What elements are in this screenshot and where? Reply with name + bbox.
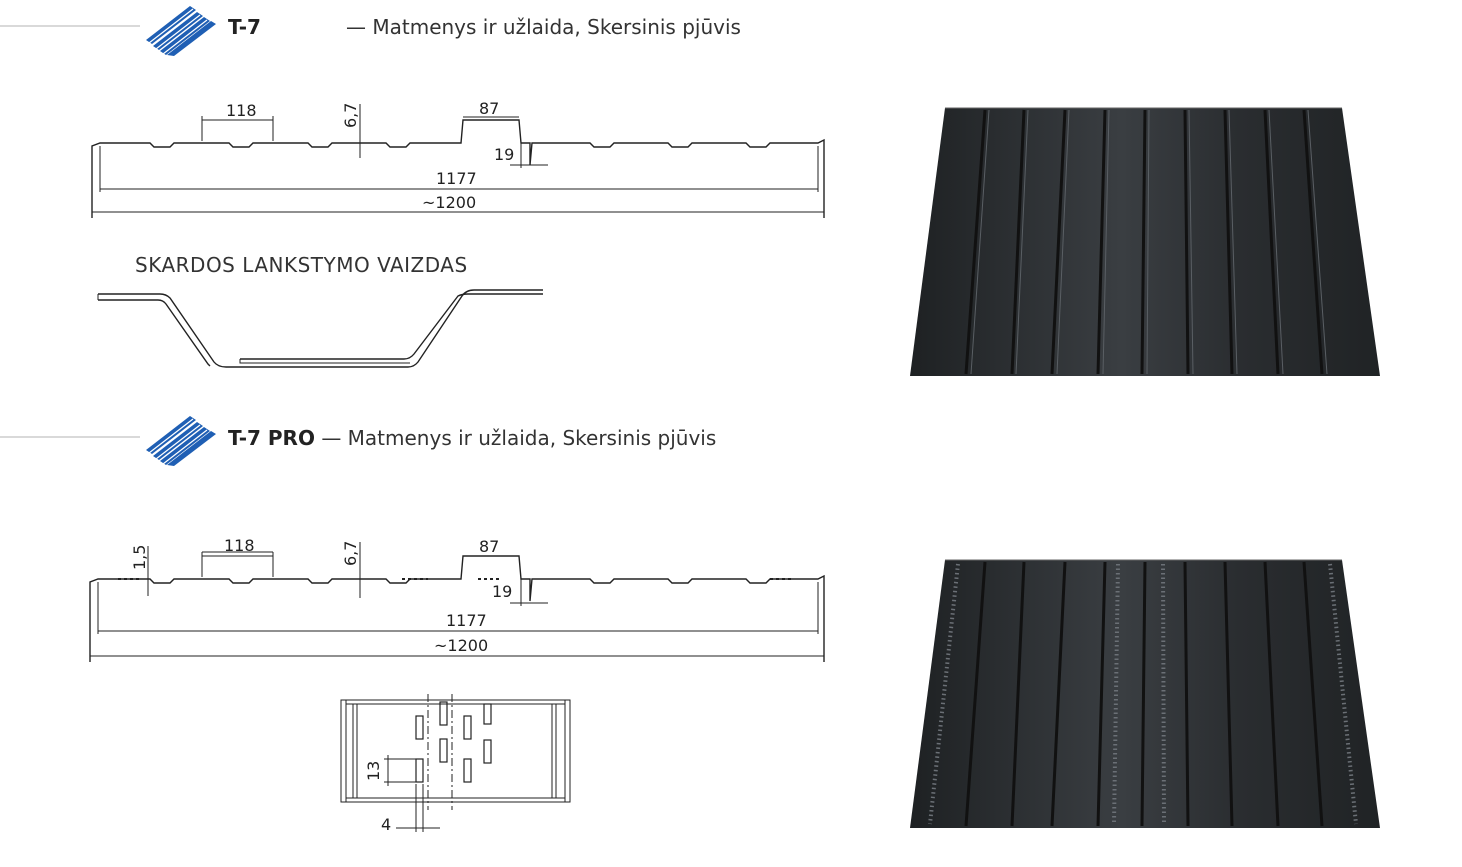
- t7-profile-outline: [91, 119, 825, 218]
- perforation-dim-slot-width: 4: [381, 815, 391, 834]
- fold-view-drawing: [97, 289, 543, 368]
- section-divider-line: [0, 436, 140, 438]
- roof-sheet-icon: [146, 6, 216, 56]
- section-title-t7pro: T-7 PRO — Matmenys ir užlaida, Skersinis…: [228, 426, 717, 450]
- section-divider-line: [0, 25, 140, 27]
- t7pro-dim-effective-width: 1177: [446, 611, 487, 630]
- t7-dim-overlap-width: 87: [479, 99, 499, 118]
- t7pro-dim-rib-spacing: 118: [224, 536, 255, 555]
- roof-sheet-icon: [146, 416, 216, 466]
- t7pro-dim-perforation-depth: 1,5: [130, 545, 149, 570]
- section-subtitle-t7: — Matmenys ir užlaida, Skersinis pjūvis: [346, 15, 741, 39]
- t7-dim-rib-depth: 6,7: [341, 103, 360, 128]
- section-title-t7: T-7: [228, 15, 261, 39]
- t7-dim-effective-width: 1177: [436, 169, 477, 188]
- t7pro-dim-rib-depth: 6,7: [341, 541, 360, 566]
- section-subtitle-t7pro: — Matmenys ir užlaida, Skersinis pjūvis: [321, 426, 717, 450]
- t7-cross-section-drawing: 118 6,7 87 19 1177 ~1200: [91, 99, 825, 218]
- t7pro-cross-section-drawing: 1,5 118 6,7 87 19 1177 ~1200: [89, 536, 825, 662]
- t7pro-dim-overlap-depth: 19: [492, 582, 512, 601]
- perforation-detail-drawing: 13 4: [340, 694, 571, 834]
- perforation-dim-slot-height: 13: [364, 761, 383, 781]
- t7pro-dim-overlap-width: 87: [479, 537, 499, 556]
- fold-view-title: SKARDOS LANKSTYMO VAIZDAS: [135, 253, 468, 277]
- t7pro-dim-total-width: ~1200: [434, 636, 488, 655]
- t7-dim-rib-spacing: 118: [226, 101, 257, 120]
- t7-dim-total-width: ~1200: [422, 193, 476, 212]
- t7-dim-overlap-depth: 19: [494, 145, 514, 164]
